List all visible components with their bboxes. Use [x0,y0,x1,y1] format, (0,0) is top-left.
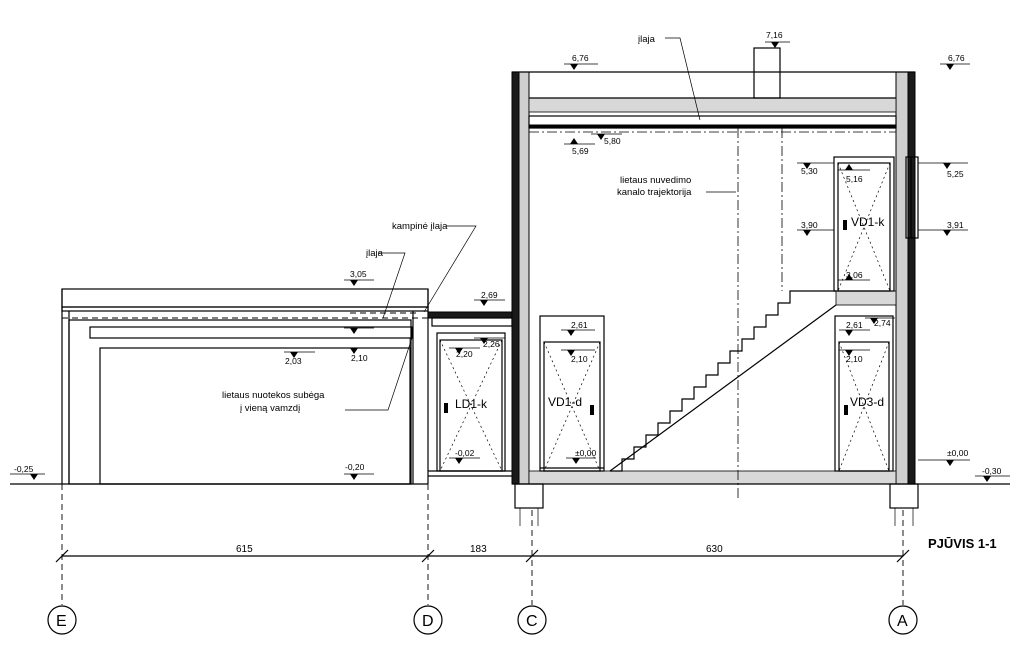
axis-c: C [526,613,538,630]
note-nuotekos-1: lietaus nuotekos subėga [222,390,325,401]
dim-630: 630 [706,544,723,555]
level-label: -0,20 [345,462,365,472]
level-label: 5,16 [846,174,863,184]
level-label: -0,30 [982,466,1002,476]
level-label: 3,05 [350,269,367,279]
level-label: 2,03 [285,356,302,366]
note-nuvedimo-1: lietaus nuvedimo [620,175,691,186]
door-label-vd1k: VD1-k [851,215,885,229]
door-label-ld1k: LD1-k [455,397,488,411]
level-label: 3,06 [846,270,863,280]
dimension-line: 615 183 630 [55,484,910,605]
level-label: 2,20 [456,349,473,359]
level-label: 6,76 [948,53,965,63]
level-label: 2,10 [571,354,588,364]
level-label: ±0,00 [947,448,968,458]
axis-a: A [897,613,908,630]
level-label: -0,02 [455,448,475,458]
dim-615: 615 [236,544,253,555]
door-label-vd3d: VD3-d [850,395,884,409]
note-ilaja-top: įlaja [638,34,656,45]
level-labels: 7,16 6,76 6,76 5,80 5,69 5,30 5,16 5,25 … [14,30,1002,476]
axis-e: E [56,613,67,630]
level-label: 3,91 [947,220,964,230]
level-label: ±0,00 [575,448,596,458]
house-block [10,47,1010,526]
door-labels: LD1-k VD1-d VD1-k VD3-d [455,215,885,411]
level-label: 2,61 [846,320,863,330]
level-label: 2,10 [351,353,368,363]
level-label: 2,26 [483,339,500,349]
level-label: 5,30 [801,166,818,176]
level-markers [10,41,1010,482]
garage-block [61,288,429,485]
level-label: 7,16 [766,30,783,40]
dim-183: 183 [470,544,487,555]
axis-markers: E D C A [47,605,918,635]
note-nuvedimo-2: kanalo trajektorija [617,187,692,198]
level-label: 6,76 [572,53,589,63]
note-kampine: kampinė įlaja [392,221,448,232]
level-label: 5,80 [604,136,621,146]
axis-d: D [422,613,434,630]
door-label-vd1d: VD1-d [548,395,582,409]
level-label: 2,74 [874,318,891,328]
level-label: 5,25 [947,169,964,179]
note-ilaja-left: įlaja [366,248,384,259]
level-label: 3,90 [801,220,818,230]
section-title: PJŪVIS 1-1 [928,536,997,551]
level-label: 2,69 [481,290,498,300]
level-label: 2,10 [846,354,863,364]
level-label: -0,25 [14,464,34,474]
level-label: 5,69 [572,146,589,156]
annotations: įlaja kampinė įlaja įlaja lietaus nuvedi… [222,34,736,414]
level-label: 2,61 [571,320,588,330]
note-nuotekos-2: į vieną vamzdį [240,403,300,414]
